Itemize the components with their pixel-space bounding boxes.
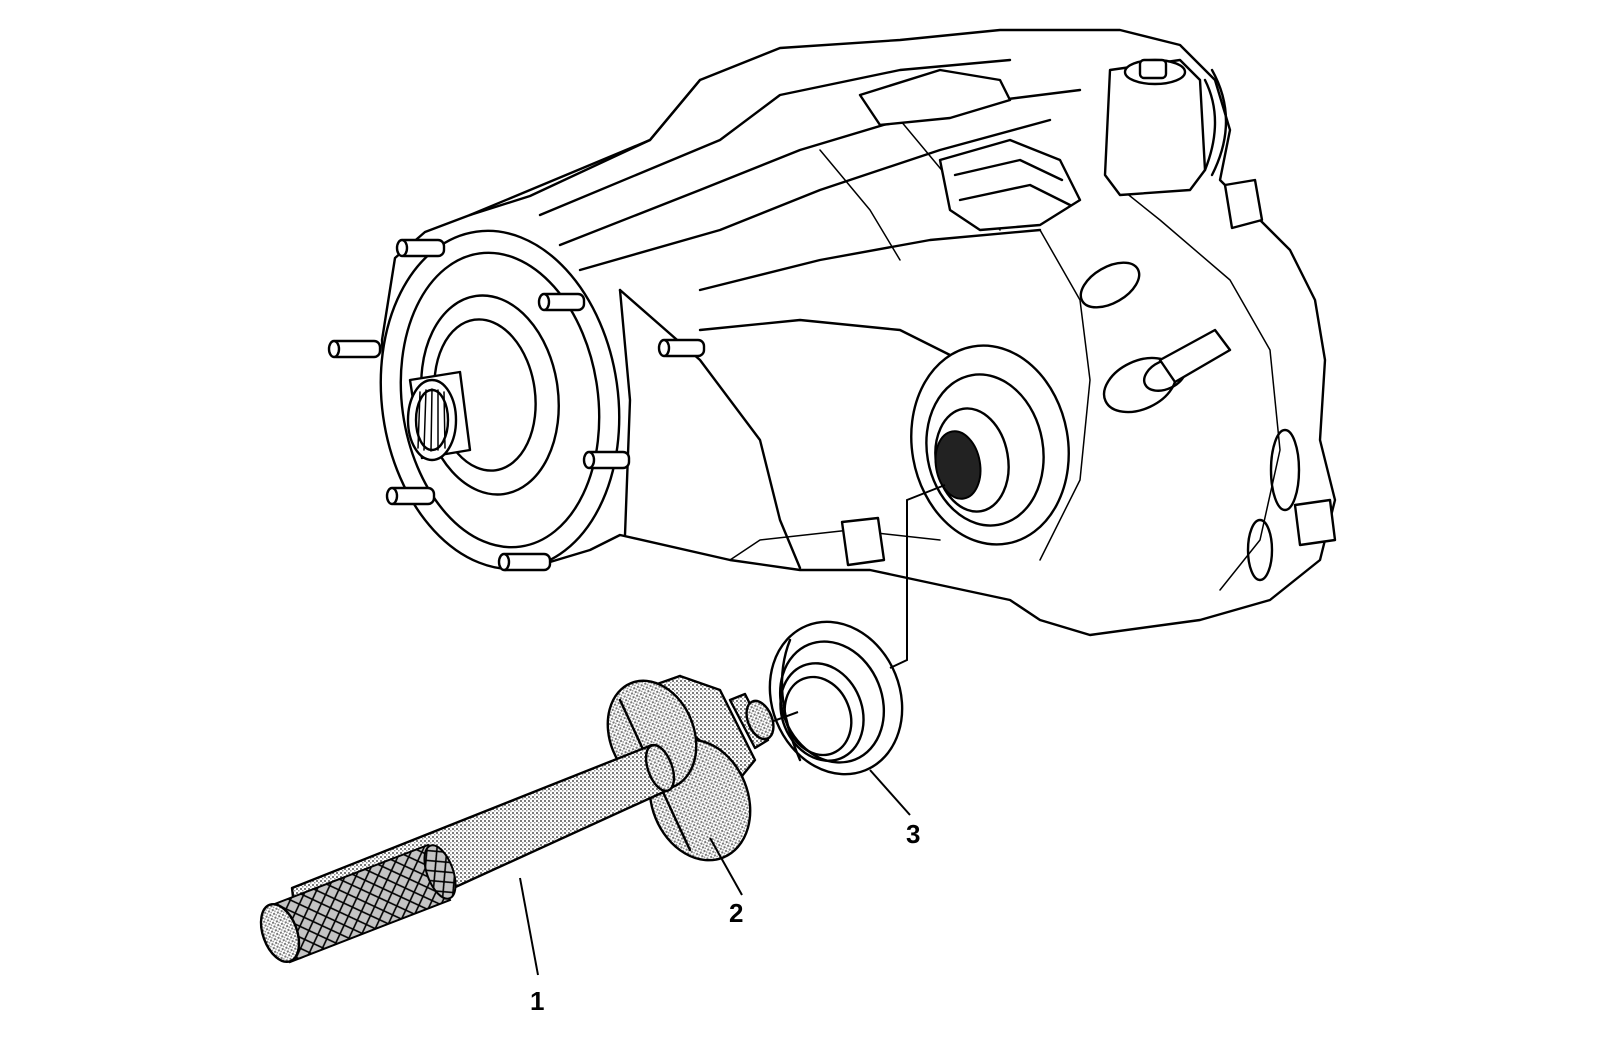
stud	[395, 238, 446, 258]
installation-centerline	[889, 484, 946, 669]
case-seam	[819, 149, 901, 261]
case-seam	[618, 288, 802, 570]
callout-3-leader	[869, 769, 911, 816]
top-bracket	[858, 68, 1012, 127]
callout-1: 1	[530, 986, 544, 1016]
encoder-motor	[1103, 58, 1228, 197]
case-seam	[1109, 179, 1281, 591]
stud	[385, 486, 436, 506]
oil-seal	[768, 620, 904, 776]
callout-1-leader	[519, 877, 539, 976]
case-seam	[729, 529, 941, 561]
stud	[537, 292, 586, 312]
top-rib	[468, 78, 702, 217]
mount-boss	[1079, 261, 1141, 309]
mount-boss	[1246, 518, 1274, 582]
wiring-connector	[938, 138, 1082, 232]
transfer-case	[327, 28, 1337, 637]
case-seam	[698, 318, 962, 362]
case-seam	[618, 288, 632, 537]
side-connector	[1223, 178, 1264, 230]
stud	[657, 338, 706, 358]
mount-boss	[1269, 428, 1301, 512]
top-rib	[558, 88, 1082, 247]
rear-bracket	[1293, 498, 1337, 547]
case-seam	[698, 228, 1042, 292]
top-rib	[538, 58, 1012, 217]
case-seam	[1039, 229, 1091, 561]
vent-tube	[1158, 328, 1232, 384]
stud	[327, 339, 382, 359]
drain-plug	[840, 516, 886, 567]
input-shaft	[406, 370, 472, 462]
output-bore	[910, 344, 1070, 546]
callout-3: 3	[906, 819, 920, 849]
mounting-studs	[327, 238, 706, 572]
top-rib	[578, 118, 1052, 272]
wiring-connector-detail	[953, 158, 1072, 207]
callout-2-leader	[709, 837, 743, 896]
callout-2: 2	[729, 898, 743, 928]
stud	[497, 552, 552, 572]
driver-handle	[259, 743, 676, 964]
stud	[582, 450, 631, 470]
